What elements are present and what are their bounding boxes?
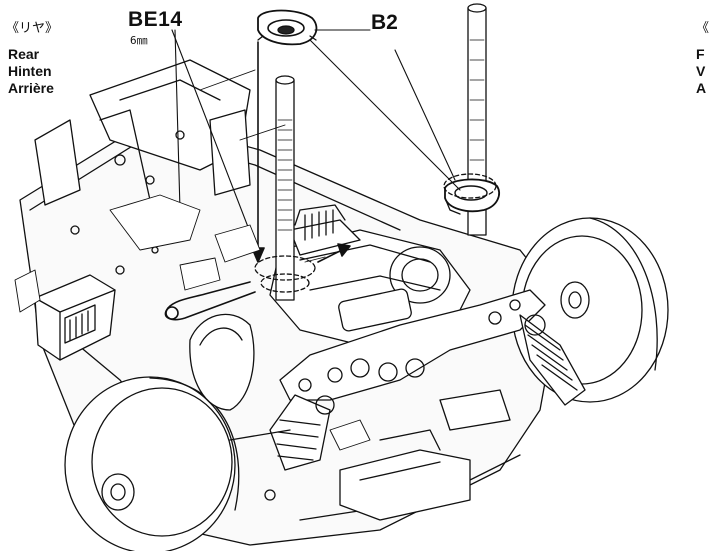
- rear-label-english: Rear: [8, 46, 40, 62]
- wheel-rear-left: [189, 313, 255, 411]
- front-label-line-1: F: [696, 46, 705, 62]
- post-right: [467, 3, 487, 236]
- post-left: [275, 75, 295, 301]
- rear-label-french: Arrière: [8, 80, 54, 96]
- shock-front-left: [269, 394, 335, 471]
- wheel-front-left: [64, 376, 240, 551]
- front-label-line-2: V: [696, 63, 706, 79]
- part-label-be14-size: 6㎜: [130, 34, 148, 47]
- rear-suspension-arm: [279, 289, 546, 401]
- front-label-line-3: A: [696, 80, 707, 96]
- gearbox: [269, 204, 471, 346]
- part-label-be14: BE14: [128, 8, 183, 31]
- lower-chassis-details: [229, 389, 511, 521]
- rear-label-japanese: 《リヤ》: [6, 21, 59, 36]
- part-label-b2: B2: [371, 11, 398, 34]
- front-label-japanese-fragment: 《: [696, 21, 710, 36]
- part-be14-clip: [164, 281, 256, 321]
- part-b2-top: [257, 9, 318, 46]
- misc-details: [14, 69, 371, 451]
- part-b2-right: [443, 173, 500, 215]
- receiver-box: [34, 274, 116, 361]
- mount-target-left: [254, 255, 316, 293]
- shock-rear-right: [519, 314, 586, 406]
- leader-lines: [171, 29, 461, 259]
- rear-frame: [34, 59, 251, 275]
- rear-label-german: Hinten: [8, 63, 52, 79]
